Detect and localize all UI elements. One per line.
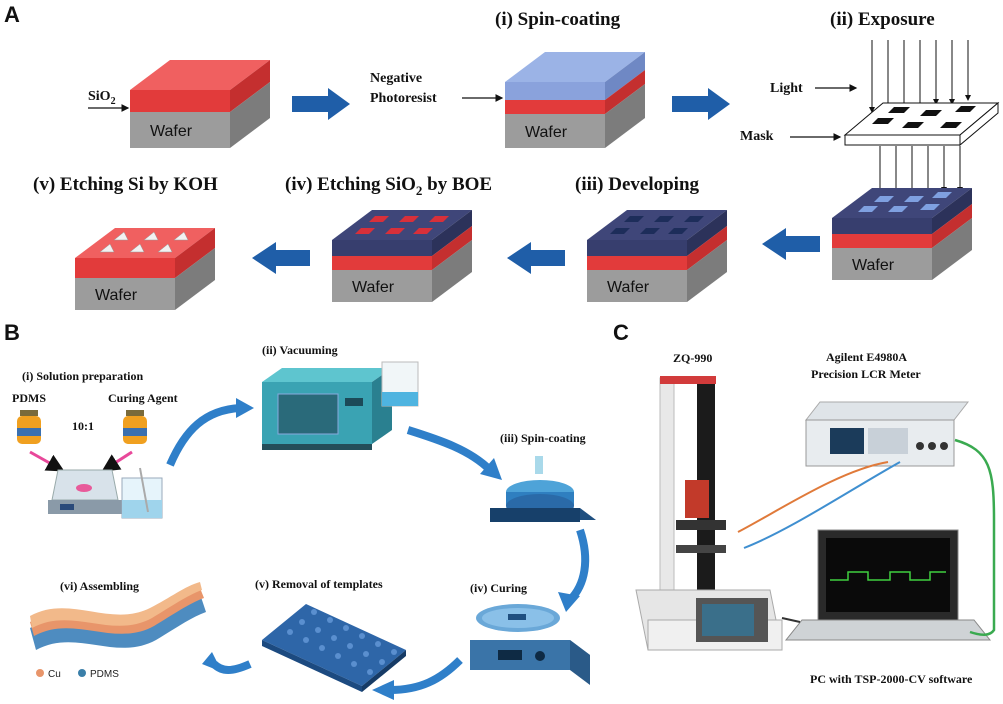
beaker-icon bbox=[381, 361, 419, 407]
legend-pdms-marker bbox=[78, 669, 86, 677]
spin-coating-b-title: (iii) Spin-coating bbox=[500, 431, 586, 445]
process-curve-arrowhead bbox=[480, 458, 502, 480]
wafer-block-exposed: Wafer bbox=[832, 188, 972, 280]
process-curve-arrowhead bbox=[558, 592, 580, 612]
spin-coater-icon bbox=[490, 456, 596, 522]
wafer-label: Wafer bbox=[150, 123, 193, 140]
ratio-label: 10:1 bbox=[72, 419, 94, 433]
hot-plate-icon bbox=[470, 604, 590, 685]
laptop-icon bbox=[784, 529, 992, 641]
legend-cu-label: Cu bbox=[48, 669, 61, 680]
wafer-block-etched-sio2: Wafer bbox=[332, 210, 472, 302]
wafer-block-spin-coated: Wafer bbox=[505, 52, 645, 148]
mixing-beaker-icon bbox=[121, 467, 163, 519]
curing-agent-bottle-icon bbox=[123, 410, 147, 444]
process-arrow bbox=[292, 88, 350, 120]
sio2-label: SiO2 bbox=[88, 89, 116, 107]
photoresist-label: Photoresist bbox=[370, 91, 437, 106]
curing-title: (iv) Curing bbox=[470, 581, 527, 595]
wafer-block-sio2: Wafer bbox=[130, 60, 270, 148]
light-rays bbox=[869, 40, 971, 113]
legend-pdms-label: PDMS bbox=[90, 669, 119, 680]
balance-scale-icon bbox=[48, 469, 124, 514]
process-curve-arrow bbox=[406, 426, 493, 473]
pour-arrow bbox=[29, 450, 65, 472]
wafer-label: Wafer bbox=[607, 279, 650, 296]
green-wire bbox=[954, 438, 996, 636]
pc-label: PC with TSP-2000-CV software bbox=[810, 672, 973, 686]
vacuuming-title: (ii) Vacuuming bbox=[262, 343, 338, 357]
process-curve-arrow bbox=[389, 657, 463, 694]
sensor-assembly-icon bbox=[30, 582, 206, 650]
negative-label: Negative bbox=[370, 71, 422, 86]
blue-wire bbox=[743, 461, 901, 549]
panel-c-letter: C bbox=[613, 320, 629, 345]
pdms-bottle-icon bbox=[17, 410, 41, 444]
step-etching-si-title: (v) Etching Si by KOH bbox=[33, 174, 218, 195]
legend-cu-marker bbox=[36, 669, 44, 677]
orange-wire bbox=[737, 461, 889, 533]
step-etching-sio2-title: (iv) Etching SiO2 by BOE bbox=[285, 174, 492, 198]
light-label: Light bbox=[770, 81, 803, 96]
wafer-label: Wafer bbox=[95, 287, 138, 304]
tensile-tester-icon bbox=[635, 376, 783, 651]
process-curve-arrow bbox=[166, 404, 241, 467]
process-curve-arrowhead bbox=[372, 680, 394, 700]
lcr-meter-icon bbox=[804, 401, 970, 467]
usb-cable bbox=[781, 617, 801, 623]
solution-preparation-title: (i) Solution preparation bbox=[22, 369, 143, 383]
pour-arrow bbox=[101, 450, 133, 472]
wafer-block-etched-si: Wafer bbox=[75, 228, 215, 310]
curing-agent-label: Curing Agent bbox=[108, 391, 178, 405]
removal-title: (v) Removal of templates bbox=[255, 577, 383, 591]
wafer-block-developed: Wafer bbox=[587, 210, 727, 302]
meter-label-line2: Precision LCR Meter bbox=[811, 367, 921, 381]
step-developing-title: (iii) Developing bbox=[575, 174, 700, 195]
wafer-label: Wafer bbox=[352, 279, 395, 296]
wafer-label: Wafer bbox=[525, 124, 568, 141]
wafer-label: Wafer bbox=[852, 257, 895, 274]
mask-label: Mask bbox=[740, 129, 774, 144]
panel-b-letter: B bbox=[4, 320, 20, 345]
panel-a-letter: A bbox=[4, 2, 20, 27]
pdms-template-icon bbox=[262, 604, 406, 692]
photomask bbox=[843, 101, 1000, 147]
step-spin-coating-title: (i) Spin-coating bbox=[495, 9, 621, 30]
process-arrow bbox=[672, 88, 730, 120]
pyramid-pattern bbox=[287, 609, 397, 675]
process-arrow bbox=[762, 228, 820, 260]
step-exposure-title: (ii) Exposure bbox=[830, 9, 935, 30]
meter-label-line1: Agilent E4980A bbox=[826, 350, 907, 364]
assembling-title: (vi) Assembling bbox=[60, 579, 139, 593]
process-curve-arrowhead bbox=[202, 652, 222, 672]
process-curve-arrowhead bbox=[236, 398, 254, 418]
process-curve-arrow bbox=[567, 528, 590, 603]
process-arrow bbox=[507, 242, 565, 274]
pdms-label: PDMS bbox=[12, 391, 46, 405]
process-arrow bbox=[252, 242, 310, 274]
transmitted-rays bbox=[877, 146, 963, 201]
machine-label: ZQ-990 bbox=[673, 351, 712, 365]
vacuum-oven-icon bbox=[262, 368, 392, 450]
